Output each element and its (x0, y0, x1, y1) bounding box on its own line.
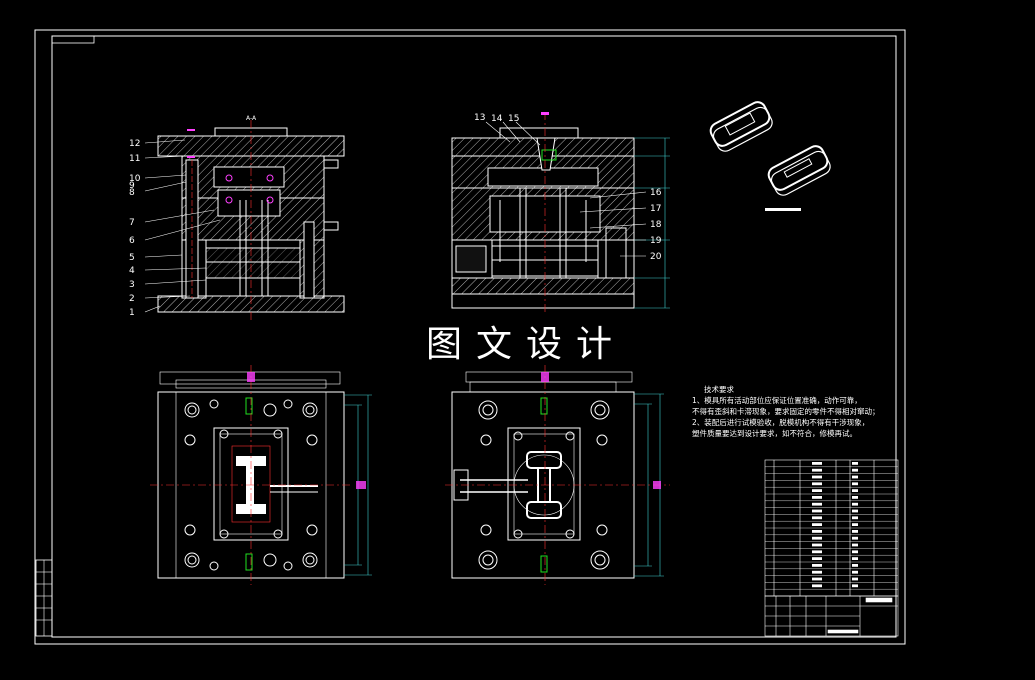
callout-16: 16 (650, 188, 662, 198)
parts-row-material-mark (852, 557, 858, 560)
parts-row-material-mark (852, 536, 858, 540)
tech-req-line-3: 2、装配后进行试模验收，脱模机构不得有干涉现象， (692, 417, 869, 427)
callout-12: 12 (129, 139, 140, 149)
parts-row-name-mark (812, 570, 822, 574)
front-section-view: A-A (144, 115, 345, 320)
parts-row-name-mark (812, 557, 822, 560)
parts-row-material-mark (852, 502, 858, 506)
plan-view-right (445, 365, 670, 585)
callout-9: 9 (129, 181, 135, 191)
parts-row-material-mark (852, 577, 858, 581)
parts-row-name-mark (812, 577, 822, 581)
parts-row-name-mark (812, 502, 822, 506)
parts-row-name-mark (812, 482, 822, 486)
callouts-right: 13 14 15 16 17 18 19 20 (474, 113, 662, 262)
callout-4: 4 (129, 266, 135, 276)
parts-row-name-mark (812, 468, 822, 472)
parts-row-name-mark (812, 530, 822, 533)
parts-row-material-mark (852, 570, 858, 574)
callout-2: 2 (129, 294, 135, 304)
parts-row-material-mark (852, 489, 858, 492)
callout-10: 10 (129, 174, 141, 184)
parts-row-name-mark (812, 584, 822, 588)
parts-row-material-mark (852, 516, 858, 520)
tech-req-line-1: 1、模具所有活动部位应保证位置准确，动作可靠， (692, 395, 862, 405)
parts-row-material-mark (852, 523, 858, 526)
parts-row-name-mark (812, 564, 822, 567)
section-label: A-A (246, 115, 257, 122)
parts-row-material-mark (852, 564, 858, 567)
parts-row-material-mark (852, 468, 858, 472)
parts-row-name-mark (812, 543, 822, 547)
side-section-view (451, 112, 670, 315)
parts-row-name-mark (812, 475, 822, 479)
callout-1: 1 (129, 308, 135, 318)
plan-view-left (150, 365, 372, 585)
callout-11: 11 (129, 154, 140, 164)
parts-row-material-mark (852, 509, 858, 513)
parts-row-name-mark (812, 550, 822, 554)
parts-row-name-mark (812, 509, 822, 513)
drawing-frame (34, 29, 906, 645)
isometric-part-views (709, 101, 831, 211)
parts-row-material-mark (852, 496, 858, 499)
callout-8: 8 (129, 188, 135, 198)
callouts-left: 12 11 10 9 8 7 6 5 4 3 2 1 (129, 139, 141, 318)
parts-row-material-mark (852, 543, 858, 547)
tech-req-line-2: 不得有歪斜和卡滞现象，要求固定的零件不得相对窜动； (692, 406, 880, 416)
callout-6: 6 (129, 236, 135, 246)
callout-15: 15 (508, 114, 519, 124)
parts-row-name-mark (812, 536, 822, 540)
parts-row-name-mark (812, 516, 822, 520)
left-strip-table (35, 559, 53, 637)
callout-19: 19 (650, 236, 662, 246)
parts-row-material-mark (852, 475, 858, 479)
parts-row-material-mark (852, 584, 858, 588)
title-block (764, 595, 899, 637)
tech-req-title: 技术要求 (704, 384, 734, 394)
watermark-text: 图文设计 (426, 324, 626, 365)
callout-7: 7 (129, 218, 135, 228)
callout-17: 17 (650, 204, 661, 214)
parts-row-material-mark (852, 482, 858, 486)
callout-18: 18 (650, 220, 662, 230)
parts-row-name-mark (812, 523, 822, 526)
parts-row-name-mark (812, 489, 822, 492)
technical-requirements: 技术要求 1、模具所有活动部位应保证位置准确，动作可靠， 不得有歪斜和卡滞现象，… (692, 384, 880, 438)
tech-req-line-4: 塑件质量要达到设计要求，如不符合，修模再试。 (692, 428, 857, 438)
parts-rows (765, 462, 898, 590)
parts-row-material-mark (852, 550, 858, 554)
parts-row-name-mark (812, 462, 822, 465)
callout-13: 13 (474, 113, 485, 123)
callout-20: 20 (650, 252, 662, 262)
callout-14: 14 (491, 114, 503, 124)
parts-row-name-mark (812, 496, 822, 499)
callout-5: 5 (129, 253, 135, 263)
callout-3: 3 (129, 280, 135, 290)
parts-row-material-mark (852, 462, 858, 465)
parts-row-material-mark (852, 530, 858, 533)
